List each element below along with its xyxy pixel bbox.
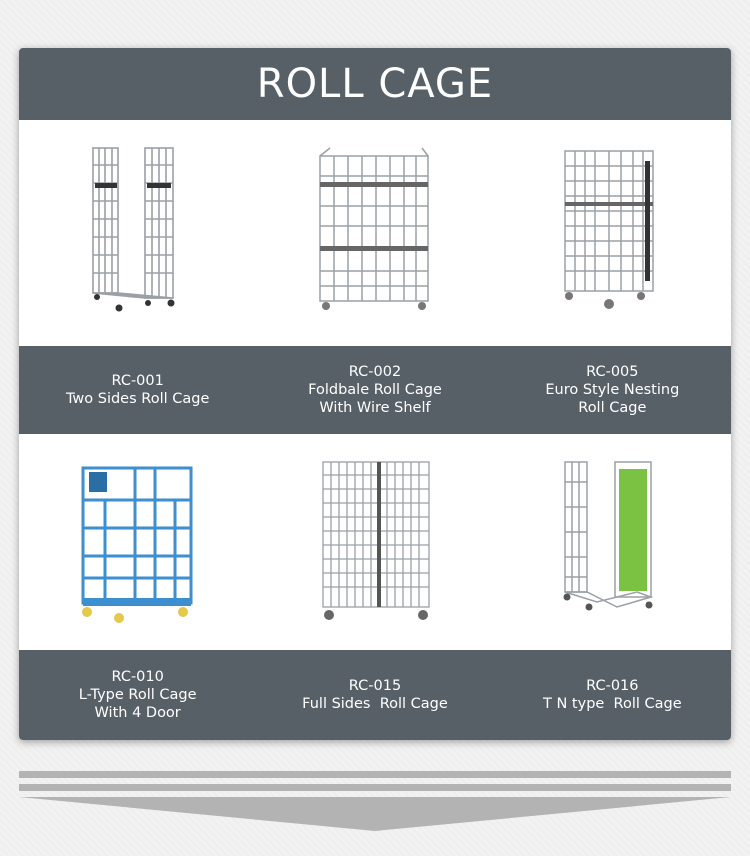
product-name-line: Roll Cage (578, 400, 647, 416)
image-row-1 (19, 120, 731, 346)
decorative-divider-line (19, 771, 731, 778)
product-code: RC-015 (348, 678, 402, 694)
product-name-line: With Wire Shelf (319, 400, 431, 416)
tn-type-roll-cage-icon (563, 461, 654, 611)
product-image-rc-010[interactable] (19, 434, 256, 650)
product-code: RC-010 (111, 669, 164, 685)
product-image-rc-005[interactable] (494, 120, 731, 346)
product-name-line: Euro Style Nesting (545, 382, 680, 398)
image-row-2 (19, 434, 731, 650)
product-name-line: Foldbale Roll Cage (308, 382, 442, 398)
product-code: RC-016 (586, 678, 639, 694)
product-label-rc-005[interactable]: RC-005 Euro Style Nesting Roll Cage (494, 346, 731, 434)
page-title: ROLL CAGE (256, 61, 494, 107)
product-code: RC-005 (586, 364, 639, 380)
l-type-blue-roll-cage-icon (81, 466, 193, 623)
product-label-rc-015[interactable]: RC-015 Full Sides Roll Cage (256, 650, 493, 740)
label-row-1: RC-001 Two Sides Roll Cage RC-002 Foldba… (19, 346, 731, 434)
product-name-line: L-Type Roll Cage (78, 687, 197, 703)
product-code: RC-001 (111, 373, 164, 389)
product-label-rc-016[interactable]: RC-016 T N type Roll Cage (494, 650, 731, 740)
product-name-line: With 4 Door (94, 705, 181, 721)
product-image-rc-001[interactable] (19, 120, 256, 346)
two-sided-roll-cage-icon (91, 147, 175, 312)
product-image-rc-002[interactable] (256, 120, 493, 346)
decorative-divider-line (19, 784, 731, 791)
product-image-rc-015[interactable] (256, 434, 493, 650)
product-card: ROLL CAGE (19, 48, 731, 740)
product-label-rc-001[interactable]: RC-001 Two Sides Roll Cage (19, 346, 256, 434)
title-bar: ROLL CAGE (19, 48, 731, 120)
product-code: RC-002 (348, 364, 402, 380)
product-name-line: Two Sides Roll Cage (65, 391, 210, 407)
product-name-line: Full Sides Roll Cage (302, 696, 448, 712)
product-name-line: T N type Roll Cage (543, 696, 682, 712)
full-sides-roll-cage-icon (322, 461, 430, 620)
down-arrow-icon (19, 797, 731, 831)
product-label-rc-002[interactable]: RC-002 Foldbale Roll Cage With Wire Shel… (256, 346, 493, 434)
product-image-rc-016[interactable] (494, 434, 731, 650)
foldable-roll-cage-shelf-icon (319, 146, 429, 310)
label-row-2: RC-010 L-Type Roll Cage With 4 Door RC-0… (19, 650, 731, 740)
euro-nesting-roll-cage-icon (564, 149, 655, 309)
product-label-rc-010[interactable]: RC-010 L-Type Roll Cage With 4 Door (19, 650, 256, 740)
